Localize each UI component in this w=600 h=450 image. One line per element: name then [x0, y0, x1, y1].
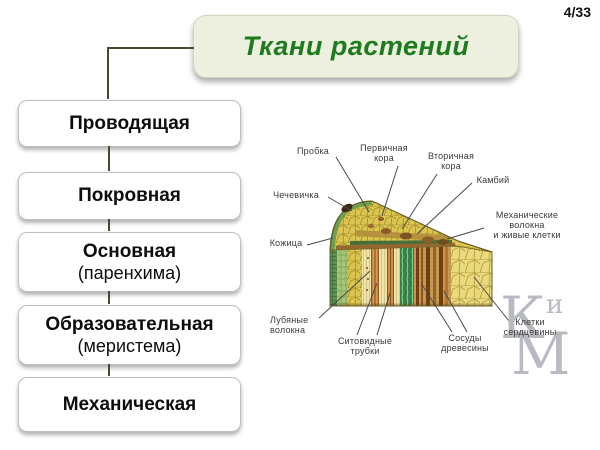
- tissue-sub: (меристема): [77, 336, 182, 357]
- tissue-label: Образовательная: [45, 314, 214, 336]
- label-cork: Пробка: [297, 146, 329, 156]
- slide-title: Ткани растений: [242, 31, 470, 61]
- label-secondary-cortex: Вторичная кора: [427, 151, 475, 171]
- label-primary-cortex: Первичная кора: [360, 143, 408, 163]
- label-sieve-tubes: Ситовидные трубки: [337, 336, 393, 356]
- tissue-label: Основная: [82, 241, 177, 263]
- label-epidermis: Кожица: [269, 238, 303, 248]
- tissue-box-mechanical: Механическая: [18, 377, 241, 432]
- top-surface-layers: [330, 201, 458, 250]
- page-counter: 4/33: [563, 4, 591, 20]
- front-face-layers: [330, 246, 492, 306]
- title-box: Ткани растений: [193, 15, 519, 78]
- watermark-letter: М: [511, 320, 571, 388]
- label-cambium: Камбий: [476, 175, 510, 185]
- tissue-box-ground: Основная (паренхима): [18, 232, 241, 292]
- tissue-label: Покровная: [78, 185, 181, 207]
- lenticel-bump: [341, 203, 353, 213]
- title-connector: [107, 47, 194, 99]
- label-wood-vessels: Сосуды древесины: [441, 333, 489, 353]
- wedge-outline: [329, 200, 493, 307]
- wedge-outline-stroke: [329, 200, 493, 307]
- tissue-box-conducting: Проводящая: [18, 100, 241, 147]
- tissue-sub: (паренхима): [77, 263, 182, 284]
- tissue-label: Механическая: [62, 393, 197, 415]
- label-lenticel: Чечевичка: [273, 190, 319, 200]
- label-pith-cells: Клетки сердцевины: [503, 317, 557, 337]
- watermark-letter: К: [500, 284, 545, 352]
- tissue-box-meristem: Образовательная (меристема): [18, 305, 241, 365]
- label-bast-fibers: Лубяные волокна: [270, 315, 309, 335]
- tissue-box-covering: Покровная: [18, 172, 241, 220]
- watermark-letter: и: [546, 290, 564, 320]
- label-mechanical-fibers: Механические волокна и живые клетки: [493, 210, 561, 240]
- tissue-label: Проводящая: [69, 112, 190, 134]
